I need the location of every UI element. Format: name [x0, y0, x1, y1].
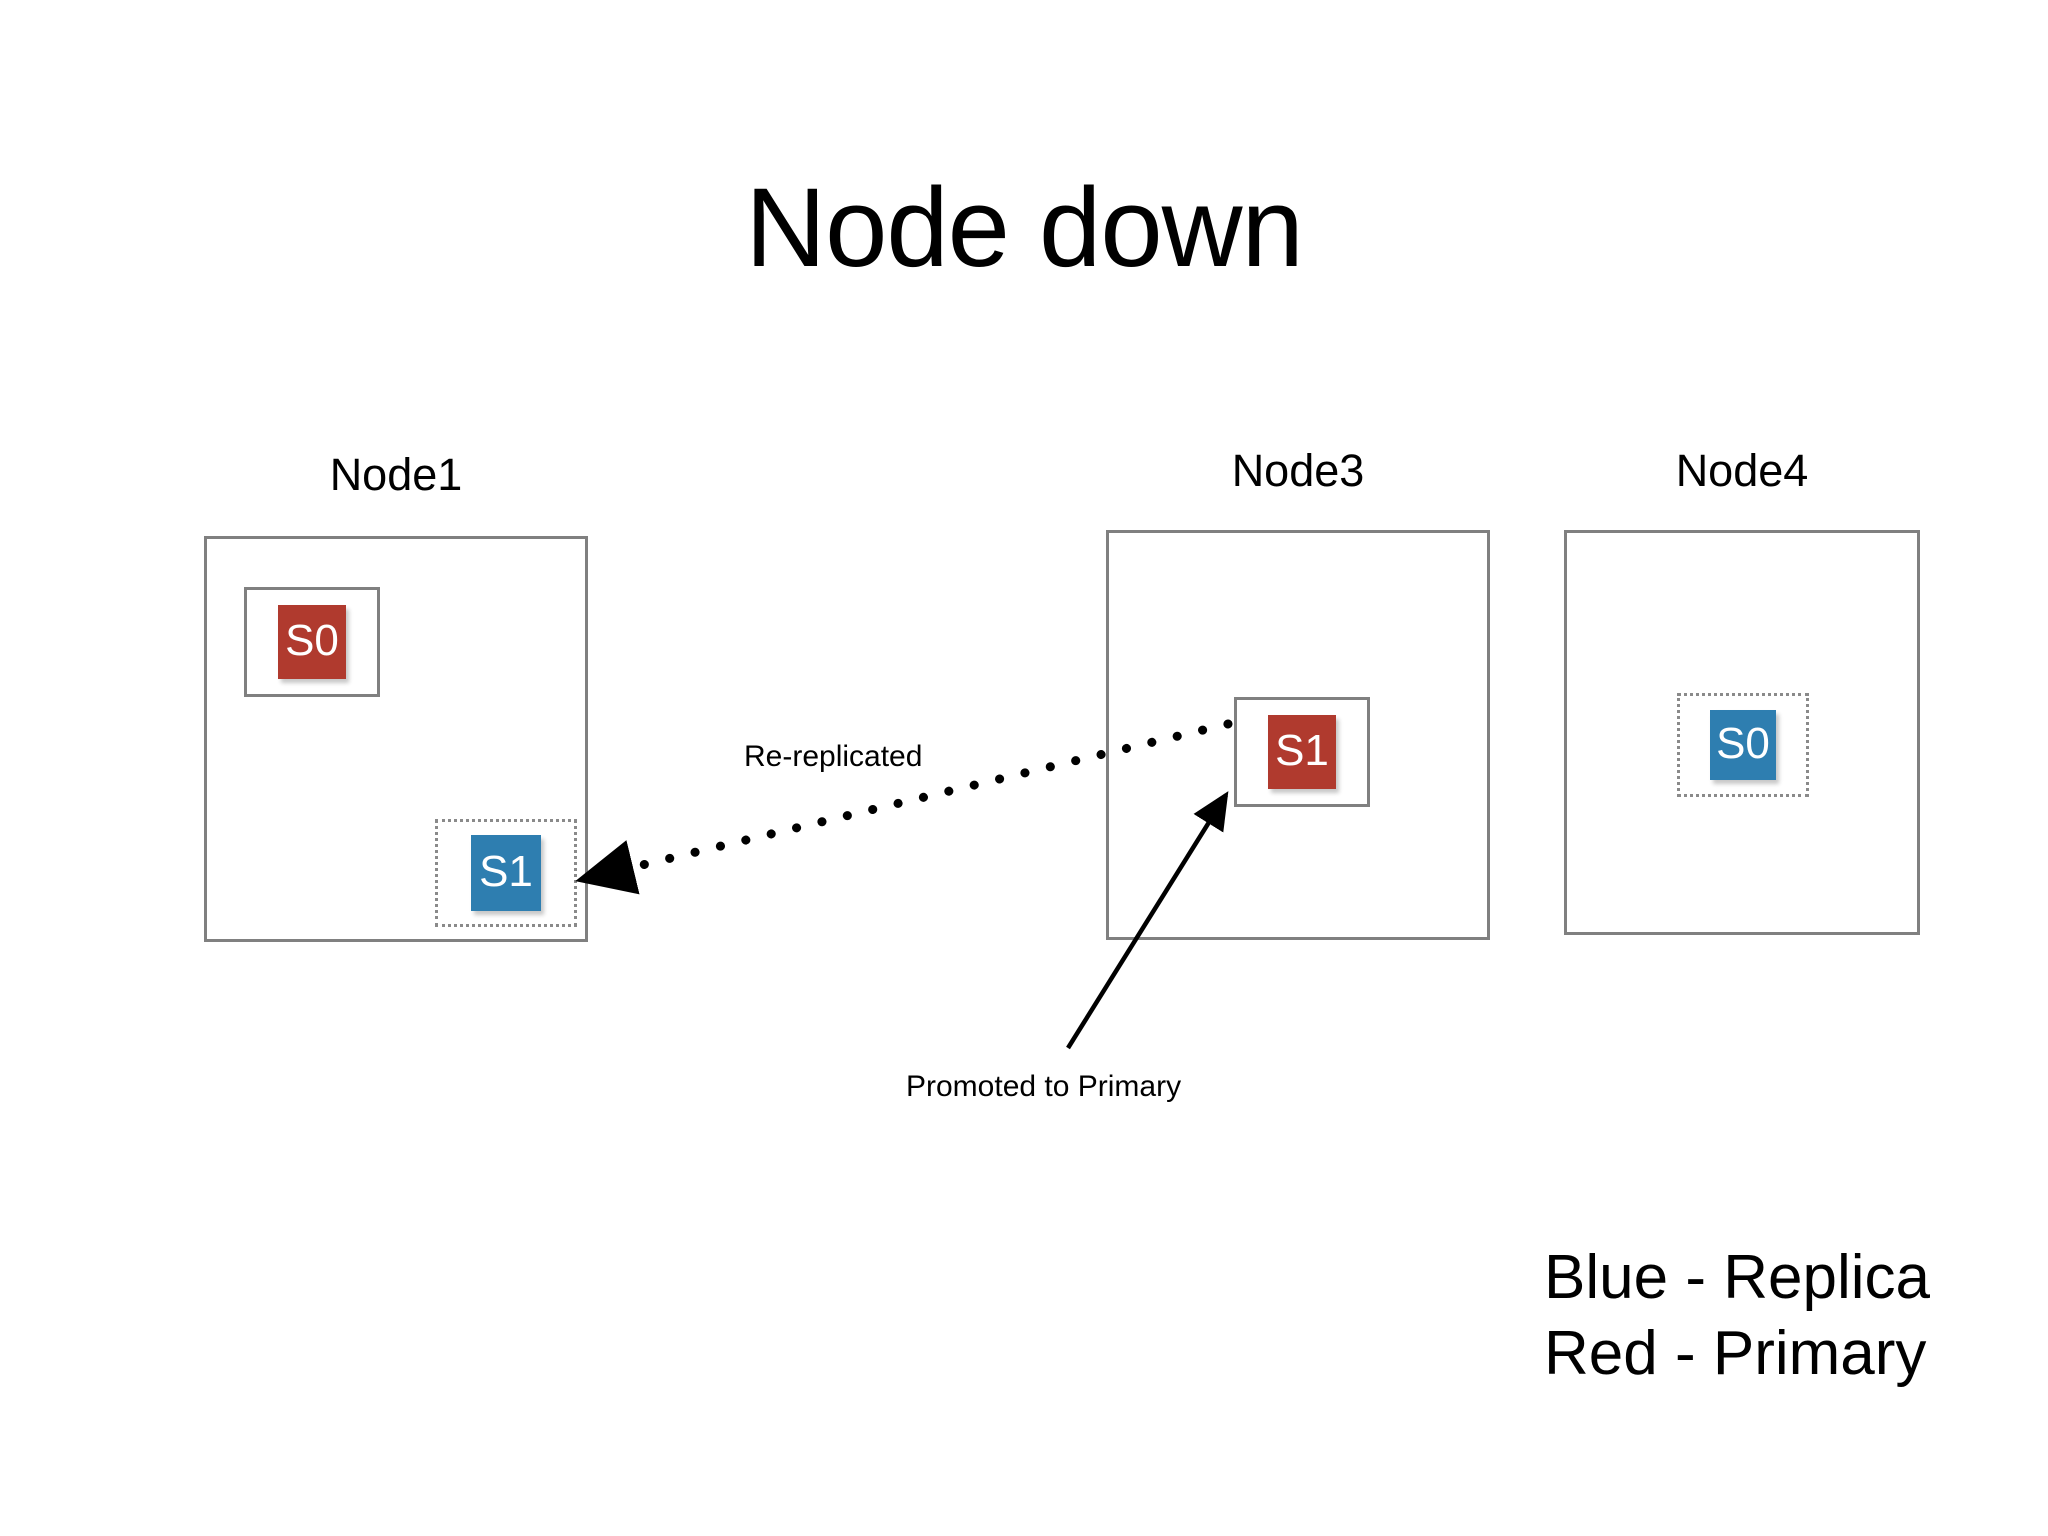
node-box-node4[interactable]: S0	[1564, 530, 1920, 935]
shard-slot-node1-s1[interactable]: S1	[435, 819, 577, 927]
shard-slot-node3-s1[interactable]: S1	[1234, 697, 1370, 807]
legend-item-blue-replica: Blue - Replica	[1544, 1243, 1930, 1312]
shard-chip-node1-s1[interactable]: S1	[471, 835, 541, 911]
shard-slot-node1-s0[interactable]: S0	[244, 587, 380, 697]
node-label-node4: Node4	[1675, 445, 1809, 496]
node-label-node3: Node3	[1231, 445, 1365, 496]
shard-chip-node4-s0[interactable]: S0	[1710, 710, 1776, 780]
legend-item-red-primary: Red - Primary	[1544, 1318, 1927, 1388]
annotation-promoted-to-primary: Promoted to Primary	[906, 1070, 1182, 1103]
shard-chip-node1-s0[interactable]: S0	[278, 605, 346, 679]
node-box-node1[interactable]: S0 S1	[204, 536, 588, 942]
node-box-node3[interactable]: S1	[1106, 530, 1490, 940]
node-label-node1: Node1	[329, 449, 463, 500]
shard-chip-node3-s1[interactable]: S1	[1268, 715, 1336, 789]
page-title: Node down	[745, 165, 1304, 290]
annotation-re-replicated: Re-replicated	[744, 740, 923, 773]
legend: Blue - Replica Red - Primary	[1544, 1240, 1930, 1391]
shard-slot-node4-s0[interactable]: S0	[1677, 693, 1809, 797]
